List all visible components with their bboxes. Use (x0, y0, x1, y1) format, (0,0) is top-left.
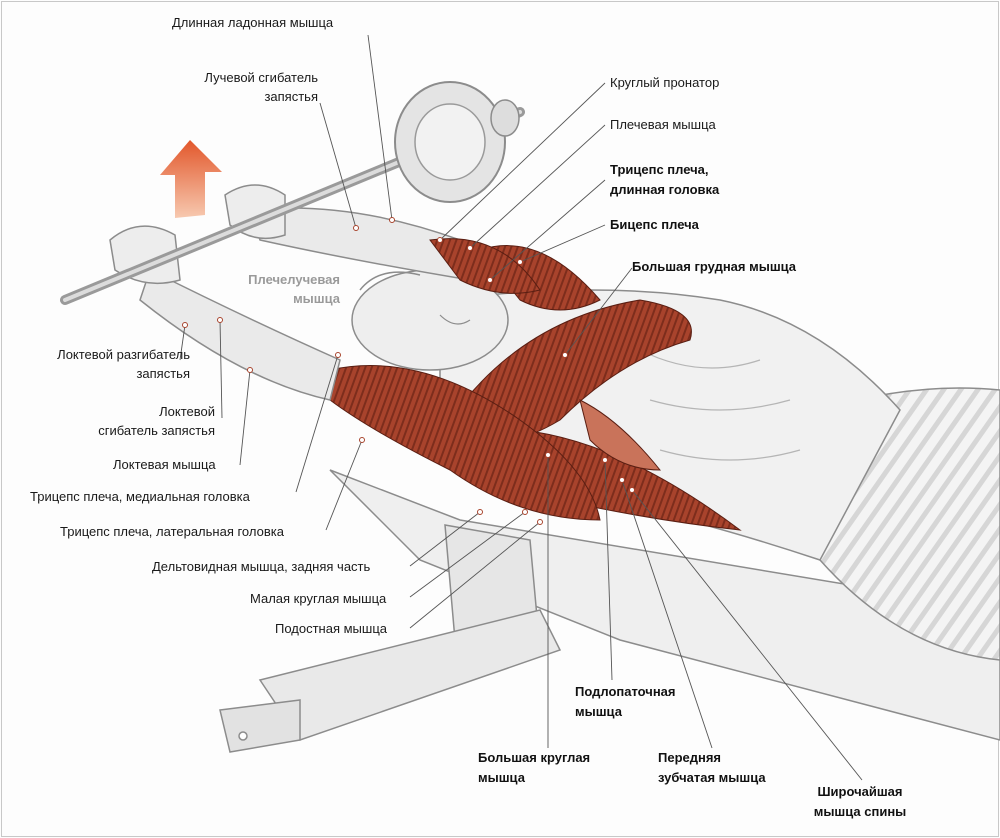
label-serratus-anterior: Передняя зубчатая мышца (658, 750, 766, 785)
label-biceps: Бицепс плеча (610, 217, 699, 232)
label-brachioradialis: Плечелучевая мышца (248, 272, 340, 306)
label-subscapularis: Подлопаточная мышца (575, 684, 676, 719)
bench (219, 469, 1000, 753)
label-palmaris-longus: Длинная ладонная мышца (172, 15, 334, 30)
barbell (60, 81, 525, 305)
leader-lines (179, 34, 863, 781)
label-triceps-long-head: Трицепс плеча, длинная головка (610, 162, 720, 197)
label-deltoid-posterior: Дельтовидная мышца, задняя часть (152, 559, 371, 574)
label-teres-major: Большая круглая мышца (478, 750, 591, 785)
arm-far (248, 207, 541, 294)
label-anconeus: Локтевая мышца (113, 457, 216, 472)
marker-dots (182, 217, 635, 525)
label-latissimus-dorsi: Широчайшая мышца спины (813, 784, 907, 819)
arm-near (139, 268, 601, 521)
label-brachialis: Плечевая мышца (610, 117, 716, 132)
barbell-collar (490, 99, 520, 137)
label-pectoralis-major: Большая грудная мышца (632, 259, 797, 274)
label-pronator-teres: Круглый пронатор (610, 75, 720, 90)
bench-bolt (238, 731, 248, 741)
label-triceps-lateral-head: Трицепс плеча, латеральная головка (60, 524, 284, 539)
label-teres-minor: Малая круглая мышца (250, 591, 387, 606)
label-extensor-carpi-ulnaris: Локтевой разгибатель запястья (57, 347, 190, 381)
chest-muscles (449, 245, 742, 531)
upward-movement-arrow (160, 140, 222, 218)
label-flexor-carpi-radialis: Лучевой сгибатель запястья (204, 70, 318, 104)
label-infraspinatus: Подостная мышца (275, 621, 388, 636)
label-triceps-medial-head: Трицепс плеча, медиальная головка (30, 489, 250, 504)
barbell-plate-inner (414, 103, 486, 181)
label-flexor-carpi-ulnaris: Локтевой сгибатель запястья (98, 404, 215, 438)
bench-foot-end (219, 699, 301, 753)
